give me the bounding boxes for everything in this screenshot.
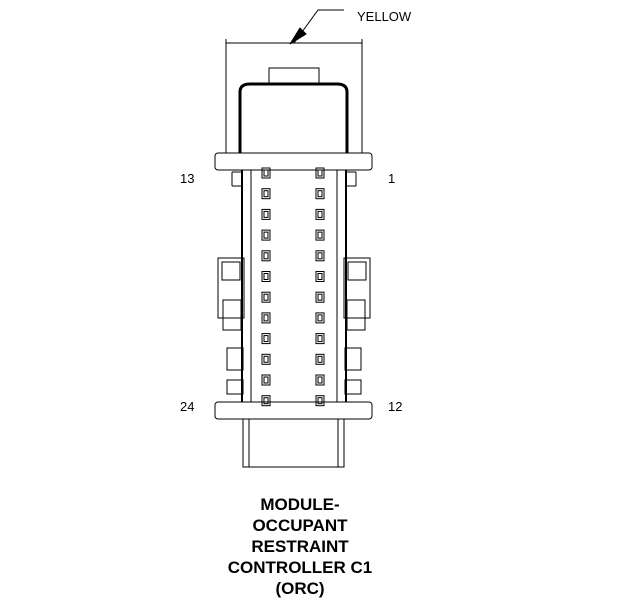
terminal-cavities [261, 167, 325, 407]
terminal-cavity-inner [317, 314, 323, 322]
caption-line: (ORC) [275, 579, 325, 598]
terminal-cavity-inner [317, 397, 323, 405]
yellow-callout-leader [289, 9, 344, 45]
caption-line: MODULE- [260, 495, 340, 514]
terminal-cavity [261, 271, 271, 282]
terminal-cavity-inner [317, 231, 323, 239]
pin-label-12: 12 [388, 399, 402, 414]
terminal-cavity-inner [317, 355, 323, 363]
terminal-cavity [315, 291, 325, 303]
terminal-cavity-inner [317, 252, 323, 260]
terminal-cavity-inner [263, 397, 269, 405]
connector-body [214, 152, 373, 420]
terminal-cavity-inner [317, 273, 323, 280]
terminal-cavity-inner [263, 252, 269, 260]
pin-label-13: 13 [180, 171, 194, 186]
terminal-cavity [315, 188, 325, 200]
terminal-cavity [315, 353, 325, 365]
terminal-cavity [261, 229, 271, 241]
connector-caption: MODULE- OCCUPANT RESTRAINT CONTROLLER C1… [150, 494, 450, 599]
terminal-cavity-inner [317, 190, 323, 198]
pin-label-1: 1 [388, 171, 395, 186]
caption-line: CONTROLLER C1 [227, 558, 373, 577]
terminal-cavity-inner [317, 293, 323, 301]
terminal-cavity-inner [263, 355, 269, 363]
terminal-cavity-inner [317, 376, 323, 384]
color-callout-label: YELLOW [357, 9, 412, 24]
terminal-cavity [315, 208, 325, 220]
terminal-cavity [261, 333, 271, 345]
terminal-cavity-inner [263, 293, 269, 301]
terminal-cavity [261, 312, 271, 324]
terminal-cavity [261, 395, 271, 407]
terminal-cavity [261, 167, 271, 179]
caption-line: RESTRAINT [251, 537, 349, 556]
terminal-cavity-inner [317, 335, 323, 343]
terminal-cavity-inner [263, 335, 269, 343]
terminal-cavity-inner [317, 169, 323, 177]
terminal-cavity [261, 374, 271, 386]
terminal-cavity-inner [263, 190, 269, 198]
terminal-cavity [315, 167, 325, 179]
caption-line: OCCUPANT [252, 516, 348, 535]
connector-bottom-shroud [242, 418, 345, 468]
terminal-cavity-inner [263, 376, 269, 384]
terminal-cavity [315, 374, 325, 386]
terminal-cavity-inner [263, 273, 269, 280]
terminal-cavity-inner [263, 314, 269, 322]
width-dimension-line [225, 39, 363, 153]
terminal-cavity-inner [263, 210, 269, 218]
terminal-cavity [315, 312, 325, 324]
terminal-cavity [261, 188, 271, 200]
terminal-cavity-inner [263, 169, 269, 177]
terminal-cavity [261, 291, 271, 303]
terminal-cavity [315, 229, 325, 241]
terminal-cavity [315, 333, 325, 345]
terminal-cavity [261, 353, 271, 365]
terminal-cavity-inner [317, 210, 323, 218]
terminal-cavity [261, 208, 271, 220]
terminal-cavity [315, 250, 325, 262]
pin-label-24: 24 [180, 399, 194, 414]
terminal-cavity-inner [263, 231, 269, 239]
terminal-cavity [315, 395, 325, 407]
connector-latch [238, 67, 349, 153]
terminal-cavity [315, 271, 325, 282]
terminal-cavity [261, 250, 271, 262]
